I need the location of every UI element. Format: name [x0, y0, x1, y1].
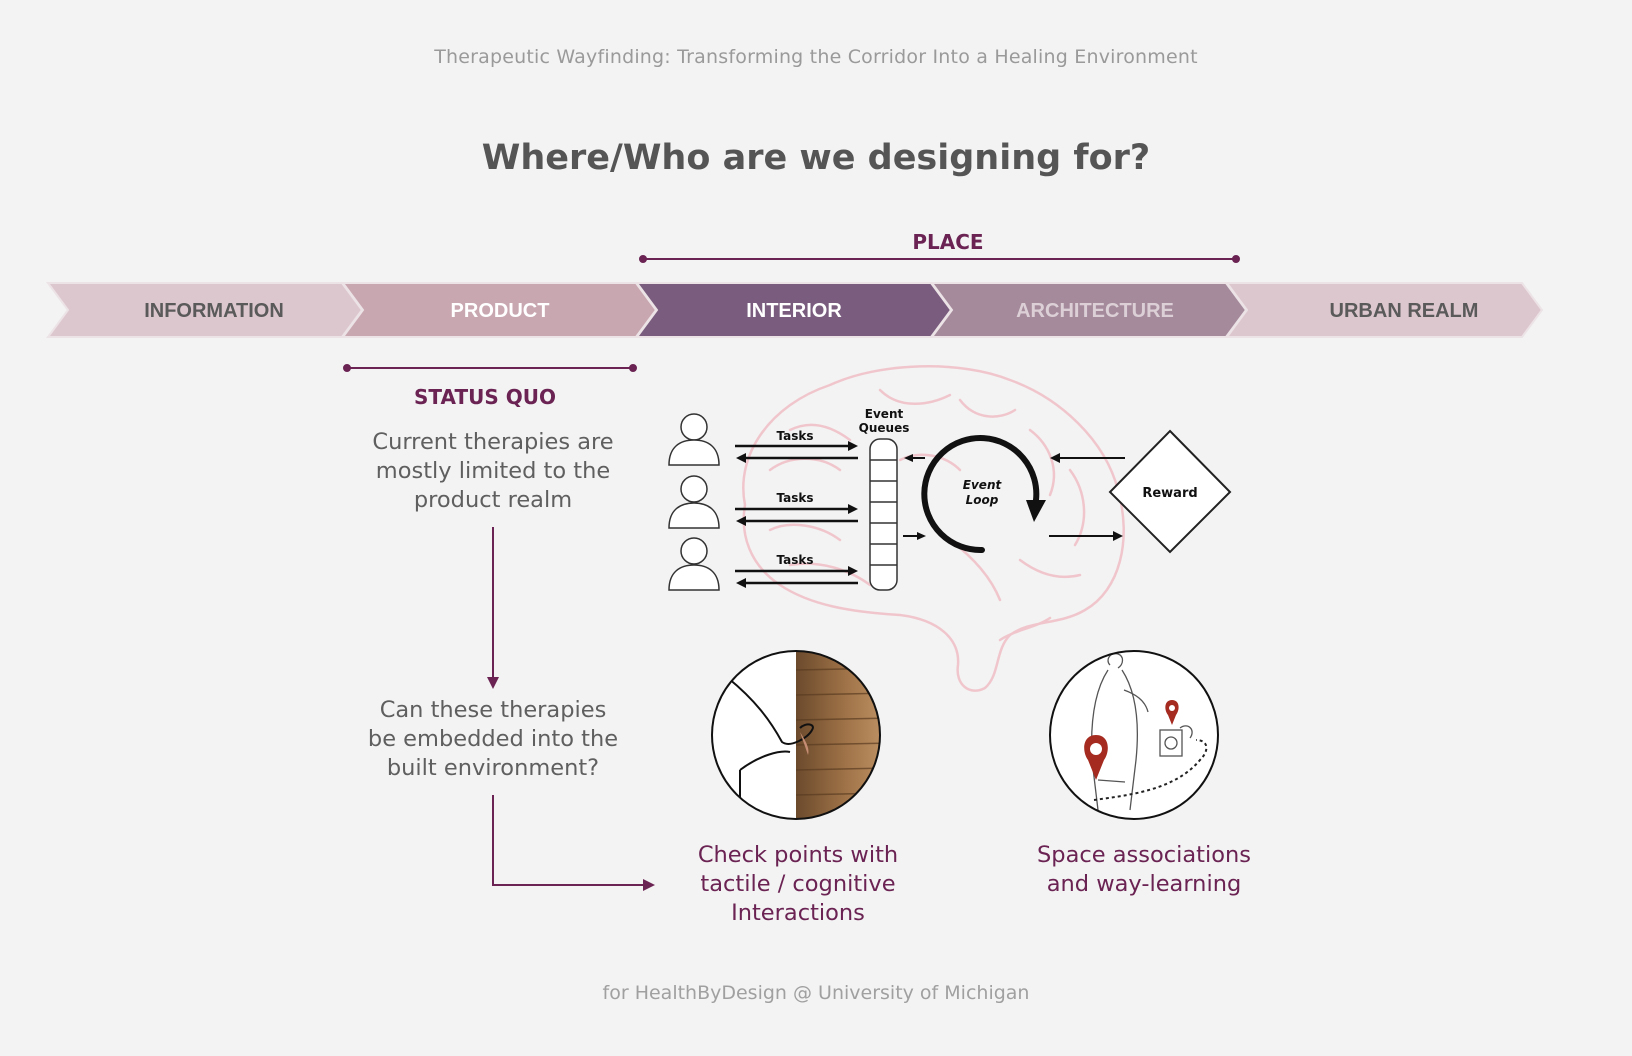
chevron-strip: INFORMATION PRODUCT INTERIOR ARCHITECTUR… — [48, 283, 1542, 337]
status-quo-label: STATUS QUO — [385, 385, 585, 409]
checkpoints-caption: Check points with tactile / cognitive In… — [648, 841, 948, 928]
event-queue-label-1: Event — [865, 407, 904, 421]
event-loop-label-2: Loop — [966, 493, 999, 507]
page-title: Where/Who are we designing for? — [0, 138, 1632, 178]
space-association-illustration — [1050, 651, 1218, 819]
chevron-label-architecture: ARCHITECTURE — [1016, 300, 1174, 322]
place-bracket — [640, 256, 1240, 263]
event-queue — [870, 439, 897, 590]
task-label-3: Tasks — [776, 553, 813, 567]
flow-arrow-down — [487, 527, 499, 689]
status-quo-bracket — [344, 365, 637, 372]
event-queue-label-2: Queues — [859, 421, 910, 435]
tactile-checkpoint-illustration — [712, 640, 896, 830]
task-label-2: Tasks — [776, 491, 813, 505]
space-associations-caption: Space associations and way-learning — [994, 841, 1294, 899]
place-label: PLACE — [848, 230, 1048, 254]
person-icon-3 — [669, 538, 719, 590]
question-text: Can these therapies be embedded into the… — [343, 696, 643, 783]
chevron-label-product: PRODUCT — [451, 300, 550, 322]
chevron-label-information: INFORMATION — [144, 300, 284, 322]
chevron-label-interior: INTERIOR — [746, 300, 842, 322]
page-subtitle: Therapeutic Wayfinding: Transforming the… — [0, 46, 1632, 68]
flow-arrow-right — [493, 795, 655, 891]
chevron-label-urban-realm: URBAN REALM — [1330, 300, 1479, 322]
event-loop-label-1: Event — [963, 478, 1003, 492]
person-icon-2 — [669, 476, 719, 528]
current-therapies-text: Current therapies are mostly limited to … — [343, 428, 643, 515]
reward-label: Reward — [1142, 486, 1197, 501]
person-icon-1 — [669, 414, 719, 465]
footer-credit: for HealthByDesign @ University of Michi… — [0, 982, 1632, 1004]
task-label-1: Tasks — [776, 429, 813, 443]
